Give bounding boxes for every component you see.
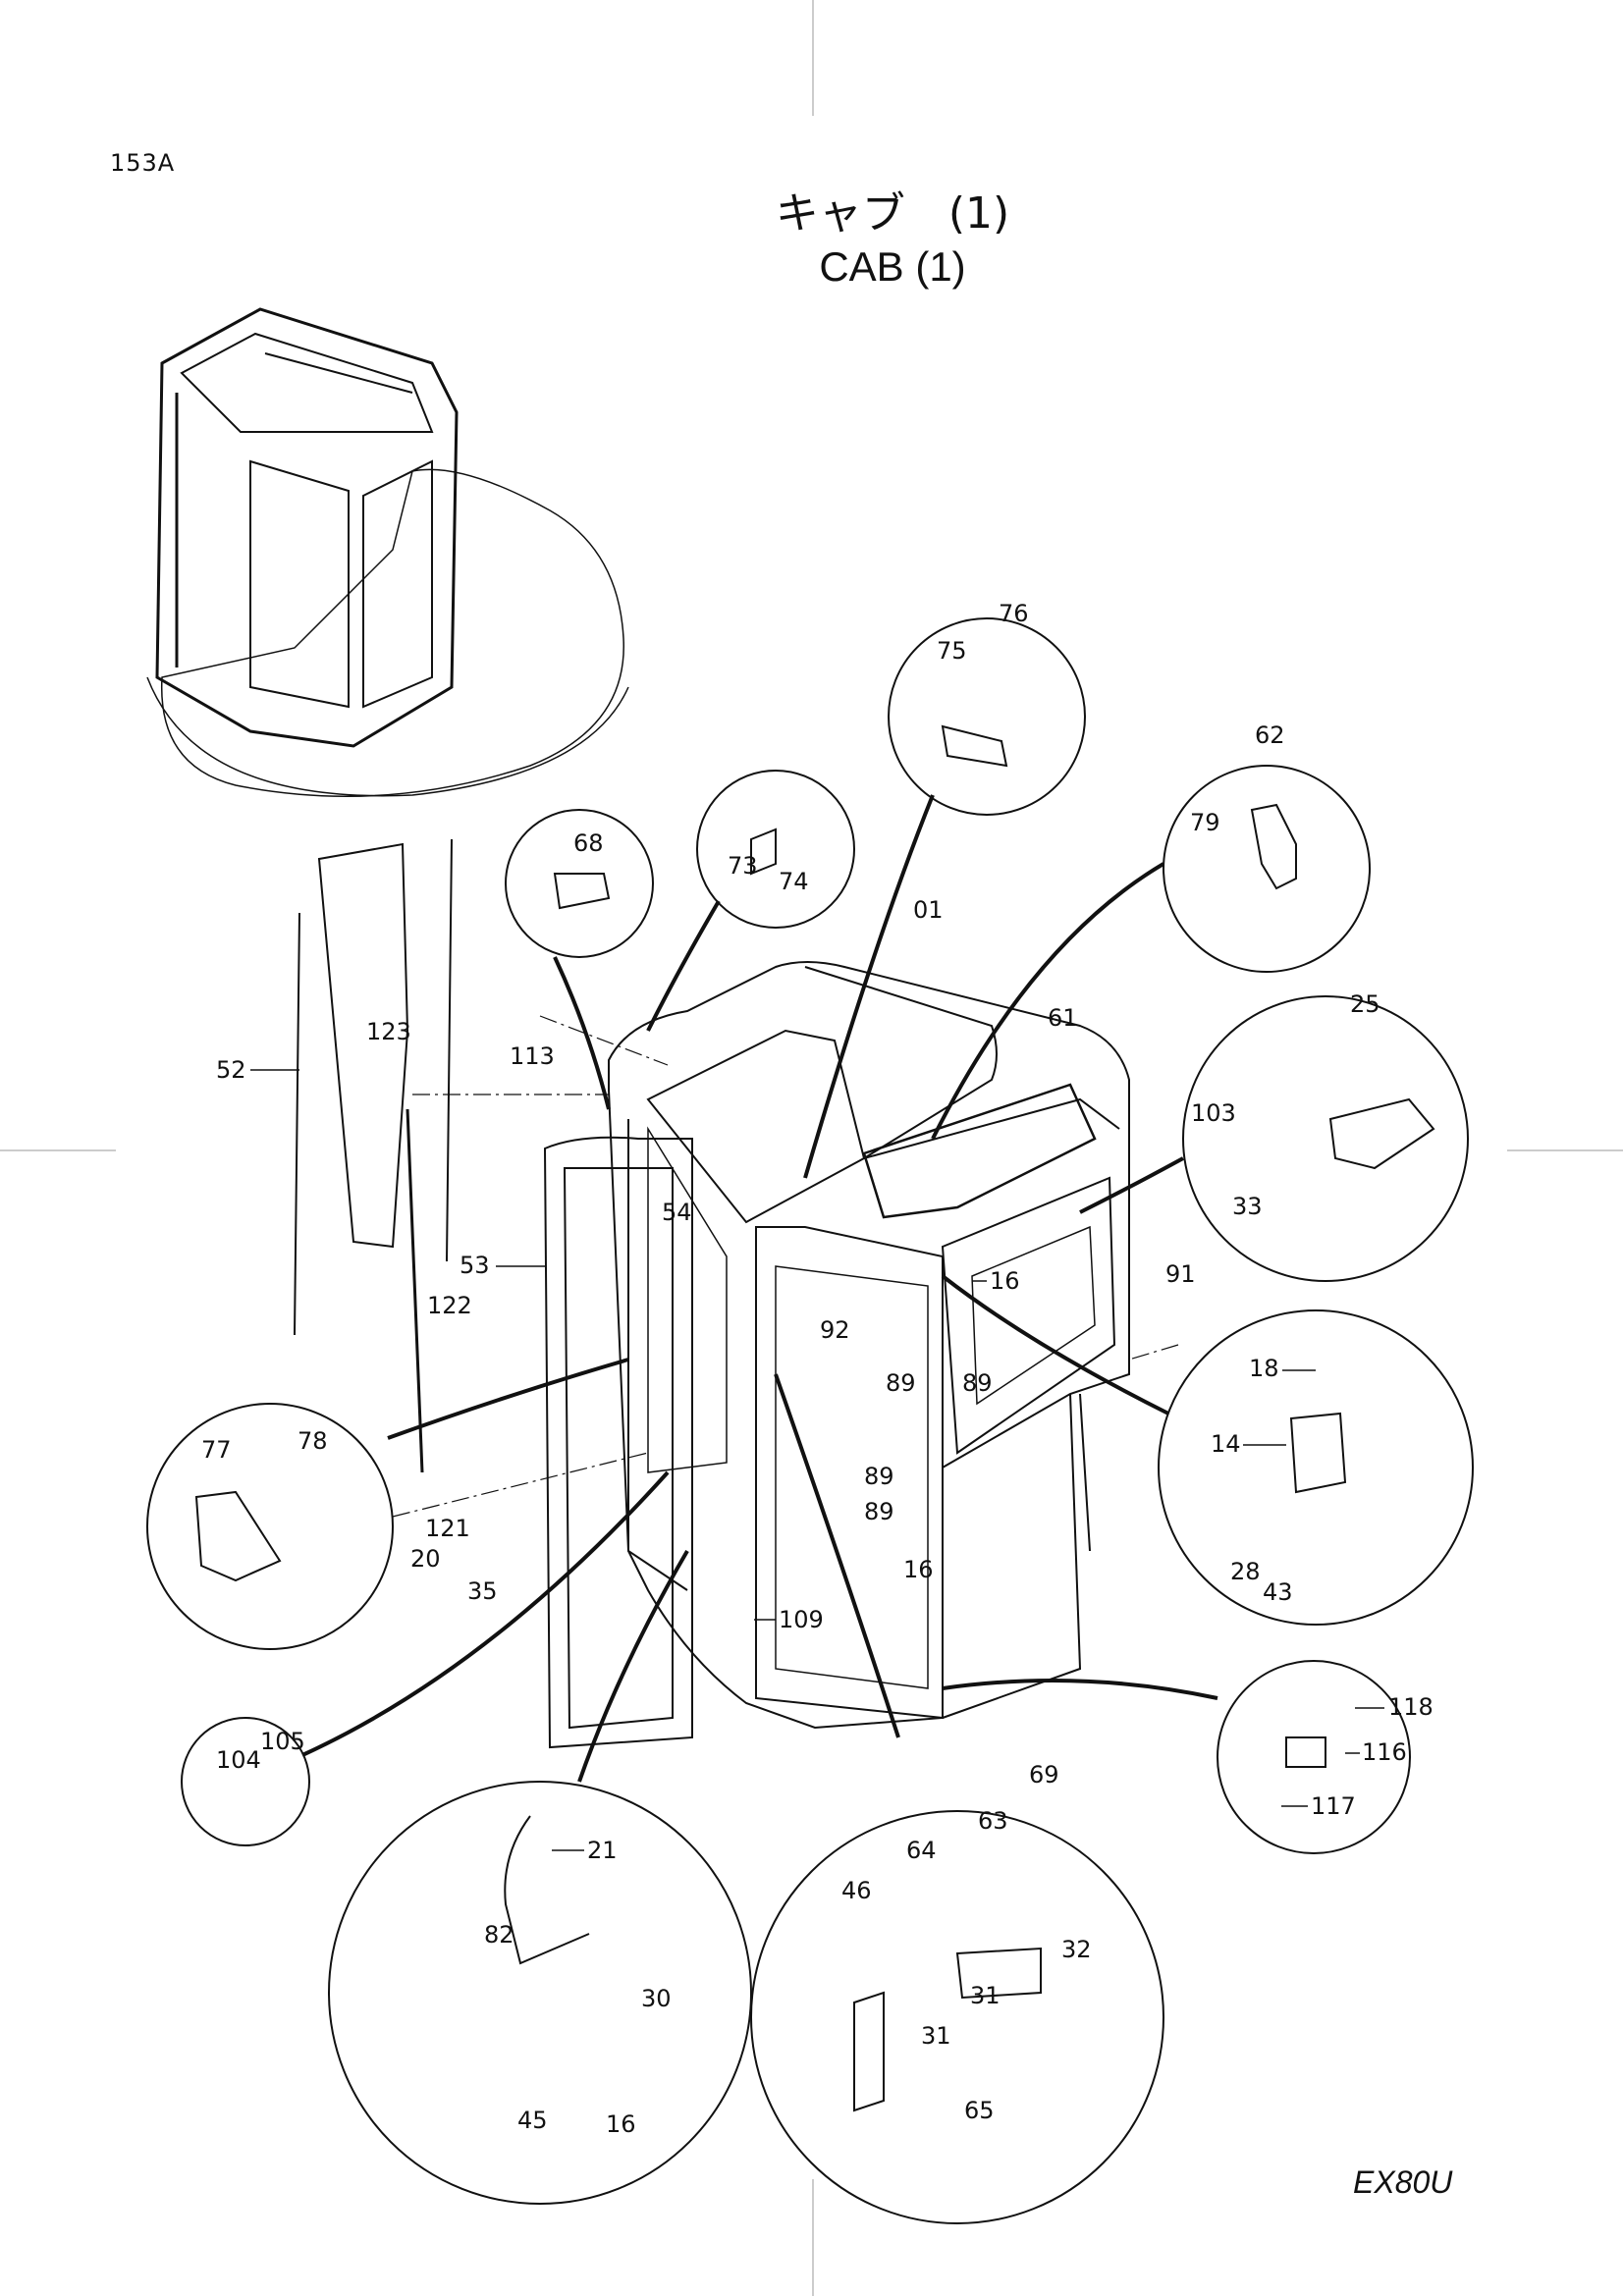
callout-89b: 89 — [962, 1369, 993, 1397]
guide-lines — [392, 1015, 1179, 1518]
model-code: EX80U — [1353, 2164, 1453, 2200]
callout-21: 21 — [587, 1837, 618, 1864]
callout-61: 61 — [1048, 1004, 1078, 1032]
callout-65: 65 — [964, 2097, 995, 2124]
callout-123: 123 — [366, 1018, 411, 1045]
callout-79: 79 — [1190, 809, 1220, 836]
callout-89a: 89 — [886, 1369, 916, 1397]
callout-63: 63 — [978, 1807, 1008, 1835]
detail-circle-21-82-45 — [328, 1781, 752, 2205]
callout-25: 25 — [1350, 990, 1380, 1018]
callout-77: 77 — [201, 1436, 232, 1464]
window-seal-52 — [294, 838, 453, 1336]
callout-89c: 89 — [864, 1463, 894, 1490]
callout-01: 01 — [913, 896, 944, 924]
callout-78: 78 — [298, 1427, 328, 1455]
callout-45: 45 — [517, 2107, 548, 2134]
callout-35: 35 — [467, 1577, 498, 1605]
detail-circle-116-117-118 — [1217, 1660, 1411, 1854]
detail-circle-68 — [505, 809, 654, 958]
callout-18: 18 — [1249, 1355, 1279, 1382]
callout-121: 121 — [425, 1515, 470, 1542]
callout-116: 116 — [1362, 1738, 1407, 1766]
callout-28: 28 — [1230, 1558, 1261, 1585]
callout-92: 92 — [820, 1316, 850, 1344]
callout-30: 30 — [641, 1985, 672, 2012]
callout-labels: 01 14 16 16 16 18 20 21 25 28 30 31 31 3… — [201, 600, 1434, 2138]
callout-89d: 89 — [864, 1498, 894, 1525]
leader-lines — [301, 794, 1218, 1783]
callout-14: 14 — [1211, 1430, 1241, 1458]
callout-82: 82 — [484, 1921, 514, 1949]
callout-43: 43 — [1263, 1578, 1293, 1606]
detail-circle-104-105 — [181, 1717, 310, 1846]
callout-91: 91 — [1165, 1260, 1196, 1288]
callout-64: 64 — [906, 1837, 937, 1864]
detail-circle-75-76 — [888, 617, 1086, 816]
label-ticks — [250, 1069, 1384, 1851]
callout-73: 73 — [728, 852, 758, 880]
callout-31a: 31 — [970, 1982, 1001, 2009]
detail-circle-73-74 — [696, 770, 855, 929]
cab-body-illustration — [608, 961, 1130, 1730]
callout-105: 105 — [260, 1728, 305, 1755]
door-seal-53 — [543, 1136, 693, 1749]
callout-33: 33 — [1232, 1193, 1263, 1220]
callout-75: 75 — [937, 637, 967, 665]
callout-16a: 16 — [990, 1267, 1020, 1295]
callout-113: 113 — [510, 1042, 555, 1070]
rail-122 — [406, 1108, 424, 1473]
part-sketches — [194, 724, 1435, 2112]
callout-69: 69 — [1029, 1761, 1059, 1789]
callout-122: 122 — [427, 1292, 472, 1319]
callout-31b: 31 — [921, 2022, 951, 2050]
callout-16b: 16 — [903, 1556, 934, 1583]
callout-16c: 16 — [606, 2110, 636, 2138]
title-japanese: キャブ (1) — [775, 188, 1010, 239]
callout-118: 118 — [1388, 1693, 1434, 1721]
callout-54: 54 — [662, 1199, 692, 1226]
callout-52: 52 — [216, 1056, 246, 1084]
title-english: CAB (1) — [819, 243, 966, 290]
callout-104: 104 — [216, 1746, 261, 1774]
callout-103: 103 — [1191, 1099, 1236, 1127]
callout-53: 53 — [460, 1252, 490, 1279]
callout-117: 117 — [1311, 1792, 1356, 1820]
callout-46: 46 — [841, 1877, 872, 1904]
detail-circle-46-63-64 — [750, 1810, 1164, 2224]
callout-74: 74 — [779, 868, 809, 895]
detail-circle-62-79 — [1163, 765, 1371, 973]
page-title: キャブ (1) CAB (1) — [0, 187, 1623, 293]
callout-109: 109 — [779, 1606, 824, 1633]
callout-76: 76 — [999, 600, 1029, 627]
page-number: 153A — [110, 149, 176, 177]
detail-circle-14-18-28-43 — [1158, 1309, 1474, 1626]
callout-68: 68 — [573, 829, 604, 857]
detail-circle-77-78 — [146, 1403, 394, 1650]
detail-circle-25-103-33 — [1182, 995, 1469, 1282]
callout-32: 32 — [1061, 1936, 1092, 1963]
machine-overview-illustration — [146, 307, 629, 797]
callout-20: 20 — [410, 1545, 441, 1573]
callout-62: 62 — [1255, 721, 1285, 749]
